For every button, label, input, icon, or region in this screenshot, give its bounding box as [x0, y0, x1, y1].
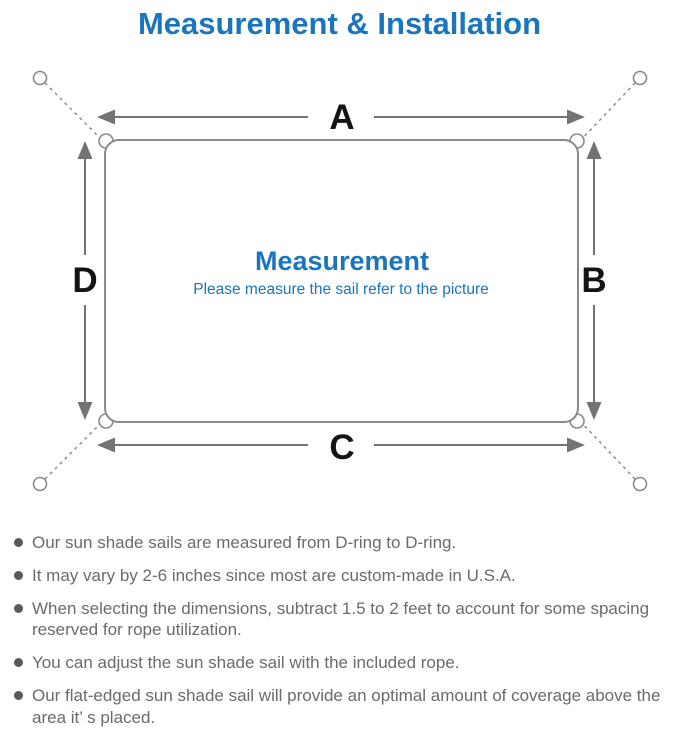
bullet-icon [14, 603, 23, 613]
arrow-up-icon [586, 141, 602, 159]
note-text: Our sun shade sails are measured from D-… [32, 533, 457, 552]
note-text: Our flat-edged sun shade sail will provi… [32, 685, 661, 727]
note-item: Our flat-edged sun shade sail will provi… [14, 685, 673, 729]
notes-list: Our sun shade sails are measured from D-… [0, 532, 679, 728]
label-side-b: B [581, 261, 606, 300]
note-text: You can adjust the sun shade sail with t… [32, 653, 460, 672]
arrow-right-icon [567, 437, 585, 453]
arrow-down-icon [77, 402, 93, 420]
note-item: When selecting the dimensions, subtract … [14, 598, 673, 642]
anchor-ring-icon-top-left [32, 70, 48, 86]
measure-arrow-c: C [97, 428, 585, 467]
note-text: It may vary by 2-6 inches since most are… [32, 565, 516, 585]
tether-line-top-left [44, 82, 105, 143]
measurement-diagram: A C D [0, 55, 679, 515]
measure-arrow-d: D [72, 141, 98, 420]
sail-diagram-svg: A C D [32, 70, 648, 492]
label-side-d: D [72, 261, 97, 300]
measure-arrow-a: A [97, 98, 585, 137]
bullet-icon [14, 538, 23, 547]
bullet-icon [14, 570, 23, 580]
anchor-ring-icon-bottom-left [32, 476, 48, 492]
bullet-icon [14, 690, 23, 700]
label-side-a: A [329, 98, 354, 137]
label-side-c: C [329, 428, 354, 467]
note-item: It may vary by 2-6 inches since most are… [14, 565, 673, 587]
note-text: When selecting the dimensions, subtract … [32, 598, 650, 640]
arrow-up-icon [77, 141, 93, 159]
anchor-ring-icon-bottom-right [632, 476, 648, 492]
arrow-left-icon [97, 109, 115, 125]
tether-line-bottom-left [44, 419, 105, 480]
sail-outline [104, 139, 579, 423]
bullet-icon [14, 658, 23, 667]
anchor-ring-icon-top-right [632, 70, 648, 86]
page-title: Measurement & Installation [137, 6, 542, 41]
arrow-left-icon [97, 437, 115, 453]
measure-arrow-b: B [581, 141, 607, 420]
arrow-down-icon [586, 402, 602, 420]
tether-line-top-right [578, 82, 636, 143]
arrow-right-icon [567, 109, 585, 125]
diagram-center-title: Measurement [255, 246, 429, 276]
note-item: You can adjust the sun shade sail with t… [14, 652, 673, 674]
diagram-center-subtitle: Please measure the sail refer to the pic… [193, 281, 489, 298]
tether-line-bottom-right [578, 419, 636, 480]
note-item: Our sun shade sails are measured from D-… [14, 532, 673, 554]
